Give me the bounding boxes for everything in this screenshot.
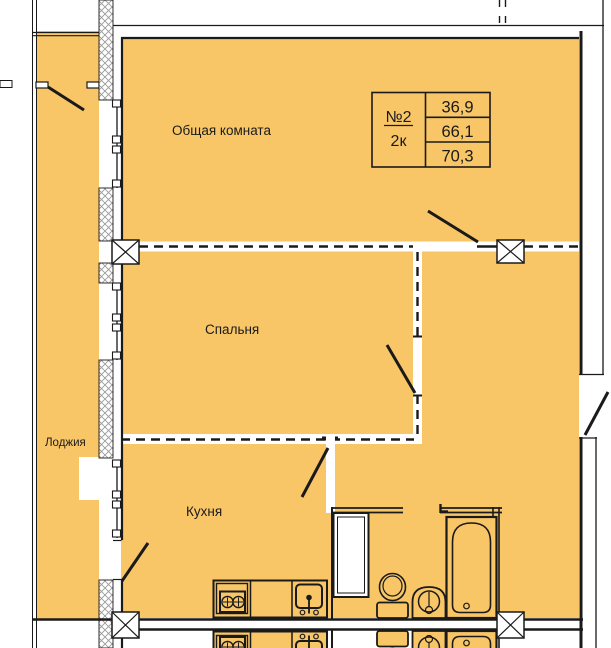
toilet-icon bbox=[376, 572, 409, 619]
total-with-loggia-value: 70,3 bbox=[441, 148, 473, 166]
loggia-label: Лоджия bbox=[45, 437, 86, 449]
kitchen-loggia-doorway bbox=[113, 539, 122, 581]
living-door-swing-icon bbox=[427, 209, 479, 244]
loggia: Лоджия bbox=[0, 0, 137, 648]
living-area-value: 36,9 bbox=[441, 99, 473, 117]
door-swing-icon bbox=[47, 85, 85, 112]
party-wall-tick bbox=[0, 80, 13, 88]
loggia-door bbox=[35, 81, 100, 112]
unit-info-table: №2 2к 36,9 66,1 70,3 bbox=[371, 91, 491, 168]
fixtures bbox=[120, 507, 500, 620]
kitchen-sink-icon bbox=[295, 583, 323, 616]
column-marker bbox=[111, 611, 140, 639]
unit-number: №2 bbox=[385, 109, 411, 126]
unit-rooms-count: 2к bbox=[391, 133, 408, 150]
pedestal-sink-icon bbox=[411, 586, 447, 619]
loggia-kitchen-door-swing-icon bbox=[120, 542, 150, 582]
kitchen-hall-opening bbox=[300, 434, 335, 513]
door-jamb bbox=[86, 81, 100, 89]
column-marker bbox=[496, 239, 525, 264]
column-marker bbox=[111, 239, 140, 265]
entrance-door-swing-icon bbox=[583, 391, 610, 436]
masonry-hatch bbox=[98, 262, 114, 284]
kitchen-counter bbox=[212, 579, 328, 619]
partition-bedroom-kitchen bbox=[121, 434, 422, 444]
wall-core bbox=[99, 0, 113, 648]
corridor-tick-marks bbox=[498, 0, 507, 23]
walls bbox=[32, 0, 610, 648]
door-swing-icon bbox=[300, 447, 330, 498]
closet-icon bbox=[332, 512, 370, 598]
bedroom-door-swing-icon bbox=[385, 344, 417, 394]
masonry-hatch bbox=[98, 0, 114, 101]
window-icon bbox=[111, 282, 122, 360]
total-area-value: 66,1 bbox=[441, 123, 473, 141]
door-jamb bbox=[35, 81, 49, 89]
exterior-wall bbox=[98, 0, 122, 648]
loggia-floor bbox=[37, 31, 99, 620]
closet-inner bbox=[337, 516, 365, 594]
stove-icon bbox=[215, 582, 249, 615]
window-icon bbox=[111, 99, 122, 188]
partition-living-bedroom bbox=[139, 241, 579, 252]
column-marker bbox=[496, 611, 525, 639]
masonry-hatch bbox=[98, 187, 114, 242]
living-room-label: Общая комната bbox=[172, 123, 271, 138]
masonry-hatch bbox=[98, 359, 114, 459]
kitchen-label: Кухня bbox=[186, 504, 222, 519]
bathtub-icon bbox=[445, 515, 498, 620]
window-icon bbox=[111, 459, 122, 538]
bedroom-label: Спальня bbox=[205, 322, 259, 337]
partition-bedroom-hall bbox=[413, 241, 422, 444]
masonry-hatch bbox=[98, 579, 114, 648]
